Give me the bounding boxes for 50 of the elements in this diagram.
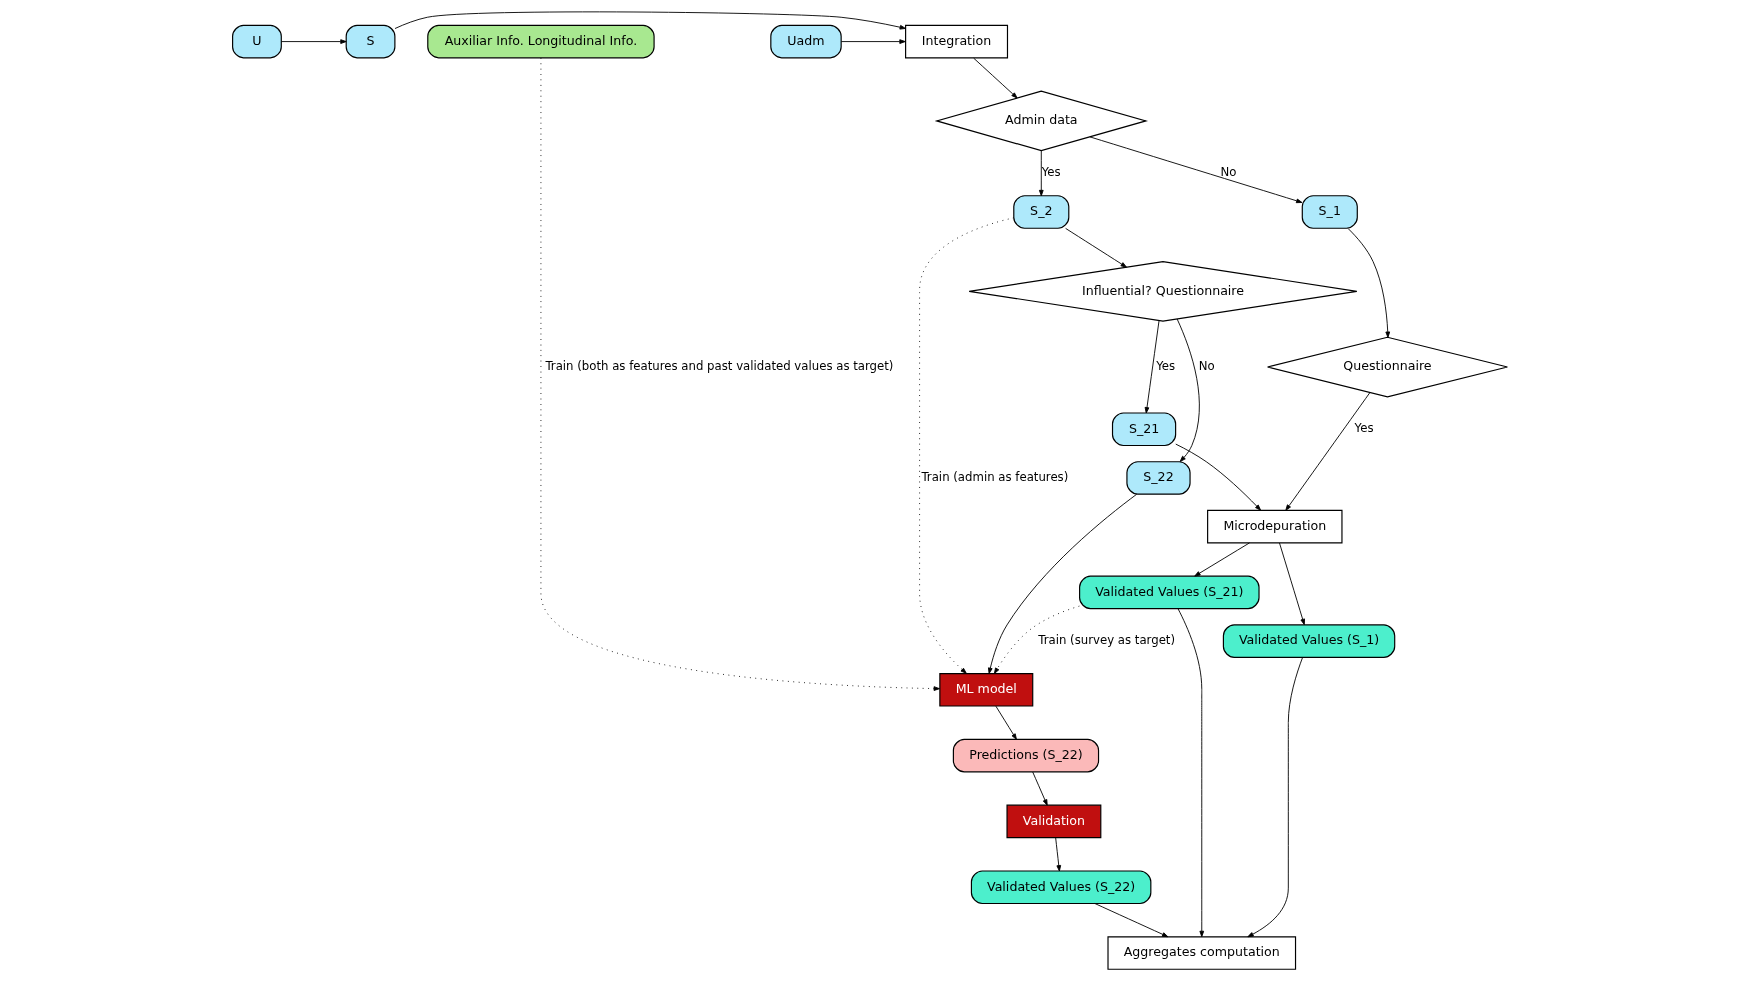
node-box: Validated Values (S_22) xyxy=(970,870,1151,905)
arrow xyxy=(1246,656,1303,938)
arrow xyxy=(1278,542,1305,626)
edge-label: No xyxy=(1219,165,1236,180)
node-box: S_2 xyxy=(1012,195,1069,229)
arrow xyxy=(840,39,906,44)
node-box: S xyxy=(345,24,395,59)
node-box: Integration xyxy=(904,24,1008,59)
arrow xyxy=(1064,227,1127,268)
arrow xyxy=(1038,150,1044,197)
arrow xyxy=(1144,320,1159,414)
node-box: Aggregates computation xyxy=(1106,936,1296,970)
arrow xyxy=(1054,837,1061,872)
edge-label: Train (admin as features) xyxy=(920,470,1068,485)
arrow xyxy=(1093,903,1168,938)
node-box: Microdepuration xyxy=(1206,509,1343,544)
node-box: Predictions (S_22) xyxy=(952,738,1099,773)
arrow xyxy=(394,11,906,30)
node-box: Validation xyxy=(1005,804,1101,839)
node-box: S_1 xyxy=(1301,195,1358,229)
arrow xyxy=(994,705,1017,740)
arrow xyxy=(1174,443,1261,511)
arrow xyxy=(1176,318,1200,462)
edge-label: Yes xyxy=(1354,421,1374,436)
node-box: ML model xyxy=(938,673,1033,707)
edge-label: Train (survey as target) xyxy=(1037,633,1175,648)
edge-label: No xyxy=(1198,359,1215,374)
arrow xyxy=(1284,392,1370,511)
edge-label: Yes xyxy=(1041,165,1061,180)
node-box: Uadm xyxy=(769,24,842,59)
arrow xyxy=(1193,542,1250,577)
edge-label: Yes xyxy=(1155,359,1175,374)
arrow xyxy=(993,605,1080,674)
node-box: S_22 xyxy=(1125,461,1191,495)
node-box: S_21 xyxy=(1111,412,1176,447)
arrow xyxy=(280,39,347,44)
node-box: Validated Values (S_1) xyxy=(1222,624,1395,658)
arrow xyxy=(918,217,1014,674)
node-box: U xyxy=(231,24,282,59)
arrow xyxy=(540,57,940,691)
arrow xyxy=(987,493,1137,674)
arrow xyxy=(1347,228,1390,338)
node-box: Auxiliar Info. Longitudinal Info. xyxy=(426,24,655,59)
arrow xyxy=(1031,771,1048,806)
node-box: Validated Values (S_21) xyxy=(1078,575,1260,610)
arrow xyxy=(1088,136,1302,204)
node-diamond: Questionnaire xyxy=(1266,336,1508,398)
arrow xyxy=(1177,608,1204,938)
edge-label: Train (both as features and past validated values as target) xyxy=(544,359,893,374)
arrow xyxy=(972,57,1018,99)
